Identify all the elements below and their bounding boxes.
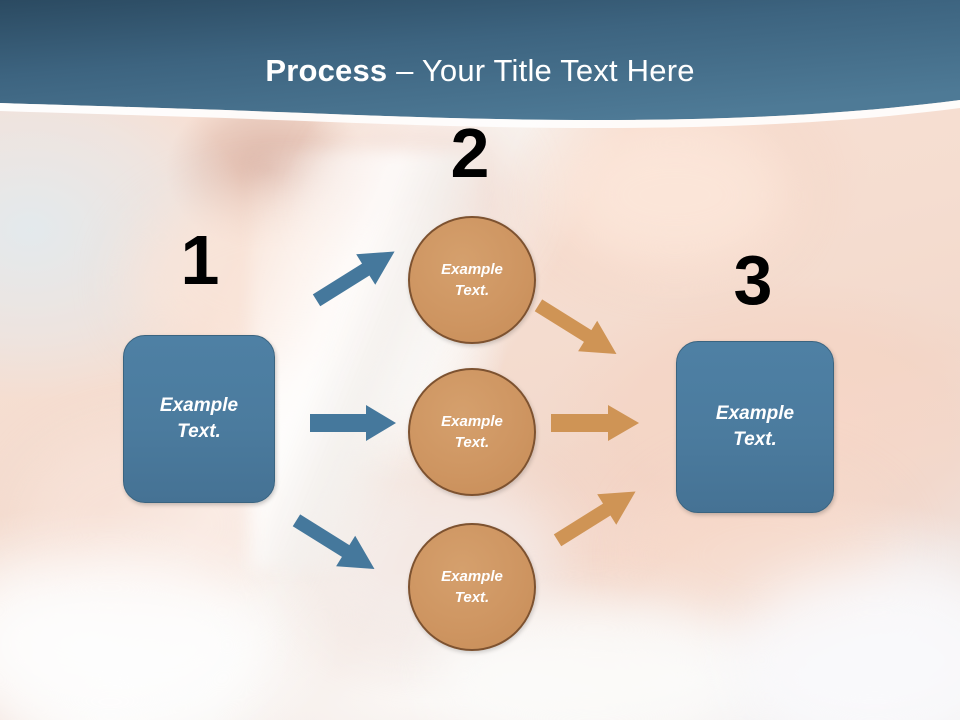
header-band-highlight <box>0 100 960 129</box>
page-title-bold: Process <box>265 53 388 88</box>
page-title: Process – Your Title Text Here <box>0 52 960 90</box>
stage-circle-bottom-label-line2: Text. <box>454 589 490 606</box>
page-title-rest: – Your Title Text Here <box>387 53 695 88</box>
background-blob <box>0 560 260 720</box>
step-number-1: 1 <box>180 221 220 299</box>
arrow-right-up-icon <box>534 299 617 355</box>
stage-box-left-label-line1: Example <box>159 395 239 416</box>
arrow-right-down-icon <box>553 491 636 547</box>
stage-circle-bottom[interactable]: Example Text. <box>408 523 536 651</box>
stage-circle-top-label-line1: Example <box>441 261 503 278</box>
stage-box-left[interactable]: Example Text. <box>123 335 275 503</box>
stage-circle-bottom-label-line1: Example <box>441 568 503 585</box>
stage-circle-middle-label-line2: Text. <box>454 434 490 451</box>
step-number-2: 2 <box>450 114 490 192</box>
stage-box-left-label-line2: Text. <box>177 421 221 442</box>
stage-circle-middle[interactable]: Example Text. <box>408 368 536 496</box>
arrow-left-middle-icon <box>310 405 396 441</box>
arrow-left-down-icon <box>292 514 375 570</box>
stage-circle-top-label-line2: Text. <box>454 282 490 299</box>
stage-box-right[interactable]: Example Text. <box>676 341 834 513</box>
background-blob <box>560 120 790 270</box>
stage-box-right-label-line1: Example <box>715 403 795 424</box>
stage-box-right-label-line2: Text. <box>733 429 777 450</box>
step-number-3: 3 <box>733 241 773 319</box>
towel-fold <box>250 150 480 570</box>
stage-circle-middle-label-line1: Example <box>441 413 503 430</box>
header-band <box>0 0 960 130</box>
header-band-shape <box>0 0 960 121</box>
stage-circle-top[interactable]: Example Text. <box>408 216 536 344</box>
arrow-left-up-icon <box>312 251 395 307</box>
arrow-right-middle-icon <box>551 405 639 441</box>
